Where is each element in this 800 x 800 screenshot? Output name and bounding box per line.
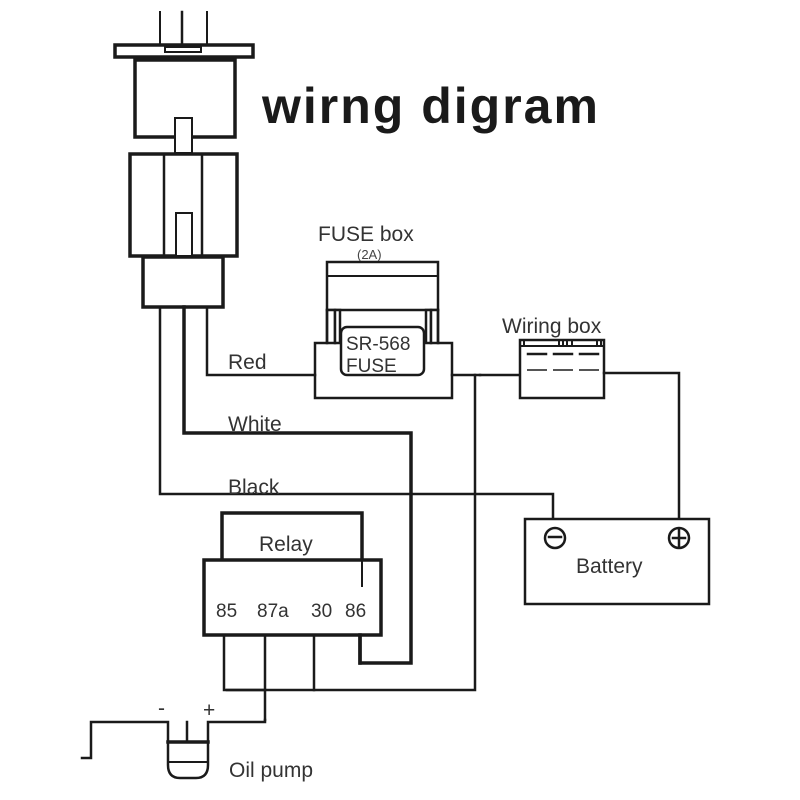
relay-body — [202, 558, 383, 637]
wire-label-red: Red — [228, 351, 267, 374]
fuse-model-text: SR-568 — [346, 334, 410, 355]
wire-black — [158, 305, 555, 521]
relay-label: Relay — [259, 533, 313, 556]
wiring-box: Wiring box — [478, 315, 681, 532]
wire-label-white: White — [228, 413, 282, 436]
oil-pump-label: Oil pump — [229, 759, 313, 782]
pump-positive-label: + — [203, 699, 215, 722]
fuse-element — [339, 325, 426, 377]
relay-top — [220, 511, 364, 563]
relay-leg-85 — [222, 633, 267, 692]
relay-pin-85: 85 — [216, 601, 237, 622]
fuse-cap — [325, 260, 440, 312]
fuse-rating-label: (2A) — [357, 247, 382, 262]
fuse-text: FUSE — [346, 356, 397, 377]
socket-body — [141, 255, 225, 309]
oil-pump: - + Oil pump — [80, 697, 313, 782]
pump-body — [166, 740, 210, 780]
fuse-leg-left-inner — [333, 308, 342, 345]
fuse-base — [313, 308, 454, 400]
relay-pin-87a: 87a — [257, 601, 289, 622]
wire-pump-positive — [206, 718, 267, 744]
battery: Battery — [523, 517, 711, 606]
battery-label: Battery — [576, 555, 643, 578]
wire-to-battery-positive — [602, 371, 681, 532]
wiring-box-label: Wiring box — [502, 315, 602, 338]
connector-tab — [174, 117, 193, 154]
relay: Relay 85 87a 30 86 — [202, 511, 383, 722]
pump-negative-label: - — [158, 697, 165, 720]
relay-pin-30: 30 — [311, 601, 332, 622]
diagram-title: wirng digram — [261, 78, 600, 134]
plug-key — [175, 212, 193, 257]
wire-feed-relay — [225, 373, 477, 692]
wire-pump-negative — [80, 720, 170, 760]
flange-slot — [164, 46, 202, 53]
fuse-box-label: FUSE box — [318, 223, 414, 246]
relay-pin-86: 86 — [345, 601, 366, 622]
fuse-box: FUSE box (2A) SR-568 FUSE — [313, 223, 482, 400]
switch-connector — [113, 10, 255, 309]
wire-label-black: Black — [228, 476, 280, 499]
wire-red — [205, 305, 317, 377]
